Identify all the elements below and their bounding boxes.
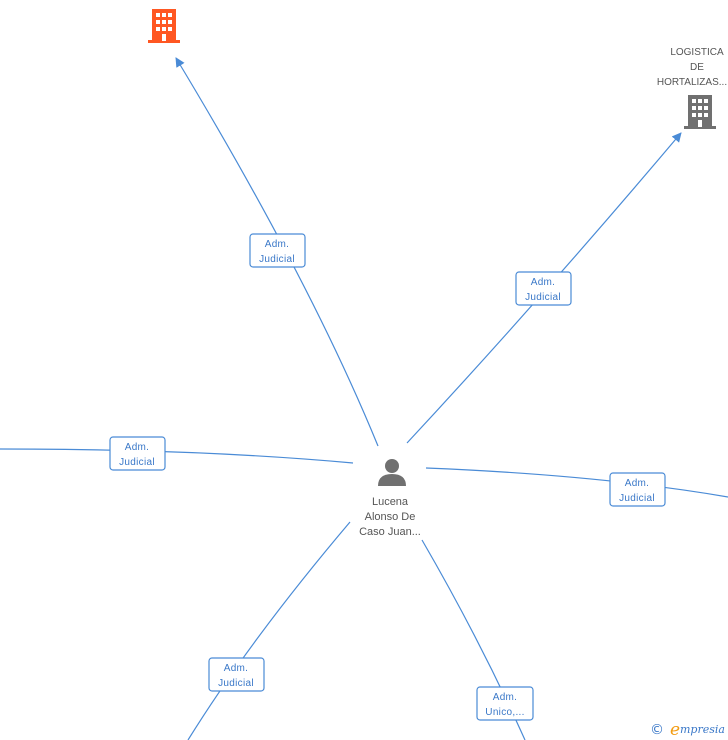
copyright-icon: © [650,722,664,738]
edge-label-line: Adm. [224,663,249,674]
person-icon [378,459,406,486]
company-name-line: DE [690,62,704,73]
person-name-line: Alonso De [365,511,416,523]
company-node-top-right[interactable]: LOGISTICA DE HORTALIZAS... [657,47,727,129]
company-node-top-left[interactable] [148,9,180,43]
edge-label-line: Adm. [531,277,556,288]
edge-label-line: Adm. [625,478,650,489]
edge-label-right[interactable]: Adm. Judicial [609,472,666,507]
edge-label-line: Judicial [525,292,561,303]
edge-label-line: Adm. [493,692,518,703]
person-name-line: Lucena [372,496,409,508]
empresia-watermark: © e mpresia [650,720,725,740]
person-node-center[interactable]: Lucena Alonso De Caso Juan... [359,459,421,538]
edge-label-top-right[interactable]: Adm. Judicial [515,271,572,306]
company-name-line: LOGISTICA [670,47,724,58]
edge-label-bottom-right[interactable]: Adm. Unico,... [476,686,534,721]
edge-label-line: Adm. [265,239,290,250]
edge-label-line: Judicial [119,457,155,468]
building-icon [148,9,180,43]
edge-label-line: Unico,... [485,707,524,718]
company-name-line: HORTALIZAS... [657,77,727,88]
edge-label-line: Adm. [125,442,150,453]
brand-logo-initial: e [670,720,680,740]
edge-label-top-left[interactable]: Adm. Judicial [249,233,306,268]
edge-label-line: Judicial [218,678,254,689]
edge-label-bottom-left[interactable]: Adm. Judicial [208,657,265,692]
edge-to-bottom-left [187,521,351,740]
edge-label-line: Judicial [259,254,295,265]
brand-logo-text: mpresia [680,723,725,736]
edge-to-left [0,448,354,464]
edge-label-left[interactable]: Adm. Judicial [109,436,166,471]
building-icon [684,95,716,129]
edge-to-right [425,467,728,498]
edge-label-line: Judicial [619,493,655,504]
person-name-line: Caso Juan... [359,526,421,538]
